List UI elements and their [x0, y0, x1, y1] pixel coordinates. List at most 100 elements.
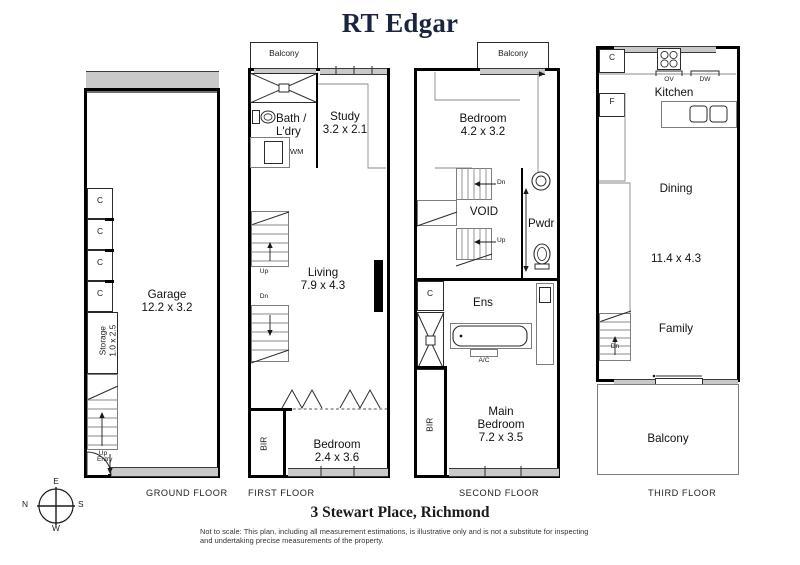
first-bath-name: Bath / [276, 112, 307, 125]
first-bath-label: Bath / L'dry [276, 112, 306, 138]
second-bir-label: BIR [424, 400, 435, 450]
garage-dim: 12.2 x 3.2 [141, 300, 193, 314]
first-bedroom-dim: 2.4 x 3.6 [314, 450, 360, 464]
first-wall-left [248, 68, 251, 478]
second-bottom-mullions [484, 466, 522, 476]
storage-dim-label: 1.0 x 2.5 [107, 314, 117, 368]
second-top-glazing [480, 68, 545, 75]
second-void-label: VOID [469, 205, 499, 218]
storage-name: Storage [97, 326, 108, 356]
second-bedroom-label: Bedroom 4.2 x 3.2 [459, 112, 506, 138]
oven-bracket [655, 70, 683, 76]
compass-top-label: E [53, 476, 59, 486]
family-label: Family [658, 322, 694, 335]
first-dn-marker: Dn [259, 293, 269, 300]
study-label: Study 3.2 x 2.1 [323, 110, 367, 136]
disclaimer-text: Not to scale: This plan, including all m… [200, 527, 589, 545]
pwdr-toilet-icon [533, 243, 551, 270]
third-closet-c-label: C [608, 52, 616, 62]
third-fridge [599, 93, 625, 117]
main-bedroom-name: Main [488, 405, 514, 418]
entry-label: Entry [97, 456, 113, 463]
third-left-cabinets [599, 93, 626, 182]
third-benchtop-line [599, 73, 736, 75]
dishwasher-bracket [690, 70, 720, 76]
dining-label: Dining [659, 182, 693, 195]
second-pwdr-wall [521, 168, 524, 280]
closet-divider-3 [105, 280, 114, 283]
first-bottom-mullions [320, 466, 355, 476]
third-wall-left [596, 46, 599, 382]
first-wall-top-a [248, 68, 254, 71]
kitchen-label: Kitchen [654, 86, 694, 99]
second-void-diag [416, 211, 458, 227]
first-balcony-cross [249, 72, 319, 104]
ground-wall-top [84, 88, 220, 91]
first-floor-caption: FIRST FLOOR [248, 488, 315, 498]
second-ac-unit [470, 349, 498, 357]
second-bir-text: BIR [424, 417, 435, 432]
second-bir-wall-top [414, 366, 446, 369]
pwdr-basin-icon [531, 171, 551, 191]
ground-closet-3 [87, 250, 113, 281]
third-wall-right [737, 46, 740, 382]
third-hall-outline [599, 182, 631, 313]
ground-closet-2-label: C [96, 226, 104, 236]
bathtub-icon [452, 325, 528, 347]
study-name: Study [330, 110, 360, 123]
bedroom-threshold-dashed [282, 408, 387, 410]
second-wall-right [557, 68, 560, 478]
ground-closet-2 [87, 219, 113, 250]
ground-wall-left [84, 88, 87, 478]
pwdr-label: Pwdr [528, 217, 555, 230]
main-bedroom-name2: Bedroom [477, 417, 525, 431]
second-dn-marker: Dn [497, 179, 506, 186]
third-closet-c [599, 49, 625, 73]
first-bir-wall-right [283, 408, 286, 475]
first-bedroom-label: Bedroom 2.4 x 3.6 [313, 438, 360, 464]
second-bedroom-name: Bedroom [459, 112, 507, 125]
second-bedroom-dim: 4.2 x 3.2 [460, 124, 506, 138]
second-vanity [536, 283, 554, 365]
dining-dim-label: 11.4 x 4.3 [650, 252, 702, 265]
brand-title: RT Edgar [341, 8, 459, 38]
main-bedroom-label: Main Bedroom 7.2 x 3.5 [477, 405, 524, 444]
main-bedroom-dim: 7.2 x 3.5 [478, 430, 524, 444]
second-bottom-glazing [449, 468, 559, 477]
second-bir-wall-vert [444, 366, 447, 475]
living-name: Living [307, 266, 339, 279]
curtain-symbols [281, 388, 381, 410]
second-bedroom-right-rail [537, 71, 545, 180]
second-void-block [417, 200, 457, 226]
first-bath-divider-vert [316, 73, 319, 168]
third-dn-marker: Dn [610, 343, 620, 350]
first-bottom-glazing [288, 468, 388, 477]
shower-cross-icon [416, 311, 445, 371]
second-closet-label: C [426, 288, 434, 298]
third-wall-top-a [596, 46, 614, 49]
study-partition [318, 83, 386, 169]
third-balcony-door-rail [652, 374, 702, 378]
first-stair-dn-treads [250, 313, 290, 364]
second-wall-top-right [545, 68, 560, 71]
ground-closet-1 [87, 188, 113, 219]
study-dim: 3.2 x 2.1 [322, 122, 368, 136]
ground-wall-right [217, 88, 220, 478]
ground-closet-3-label: C [96, 257, 104, 267]
first-right-pier [374, 260, 383, 312]
living-dim: 7.9 x 4.3 [300, 278, 346, 292]
ground-floor-caption: GROUND FLOOR [146, 488, 228, 498]
sink-icon [689, 105, 728, 123]
second-wall-left [414, 68, 417, 478]
compass-rose [37, 487, 75, 525]
closet-divider-1 [105, 218, 114, 221]
compass-bottom-label: W [52, 523, 60, 533]
second-floor-caption: SECOND FLOOR [459, 488, 540, 498]
first-bath-toilet [252, 110, 260, 124]
entry-door-jamb [108, 474, 111, 478]
second-balcony-label: Balcony [498, 48, 528, 58]
second-mid-wall [414, 278, 522, 281]
dishwasher-label: DW [699, 76, 711, 83]
first-bir-label: BIR [258, 419, 268, 469]
